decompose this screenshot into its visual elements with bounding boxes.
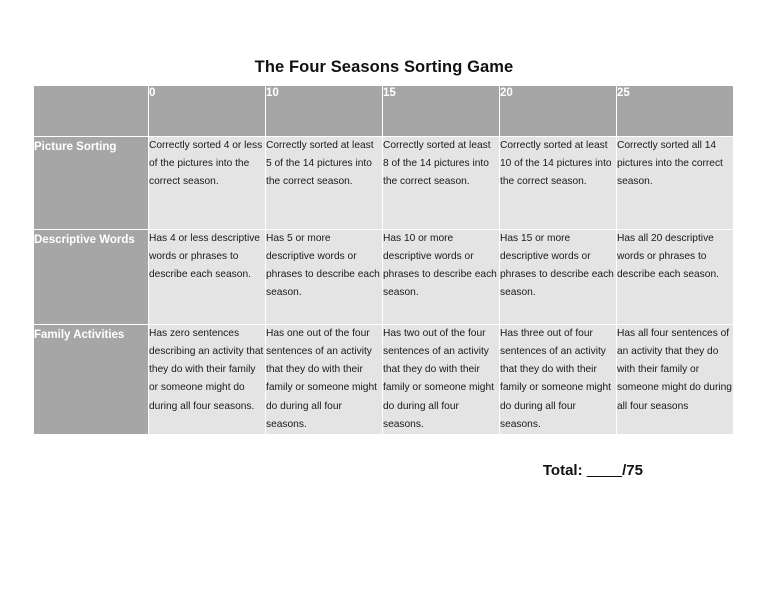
header-corner-cell bbox=[34, 86, 148, 136]
criterion-descriptive-words-level-20: Has 15 or more descriptive words or phra… bbox=[500, 230, 616, 324]
total-score-blank[interactable]: ____ bbox=[586, 462, 623, 479]
criterion-family-activities-level-15: Has two out of the four sentences of an … bbox=[383, 325, 499, 434]
score-header-25: 25 bbox=[617, 86, 733, 136]
criterion-label-descriptive-words: Descriptive Words bbox=[34, 230, 148, 324]
score-header-10: 10 bbox=[266, 86, 382, 136]
criterion-descriptive-words-level-10: Has 5 or more descriptive words or phras… bbox=[266, 230, 382, 324]
criterion-label-picture-sorting: Picture Sorting bbox=[34, 137, 148, 229]
table-header-row: 0 10 15 20 25 bbox=[34, 86, 733, 136]
total-label: Total: bbox=[542, 462, 583, 479]
criterion-family-activities-level-25: Has all four sentences of an activity th… bbox=[617, 325, 733, 434]
table-row-descriptive-words: Descriptive Words Has 4 or less descript… bbox=[34, 230, 733, 324]
criterion-picture-sorting-level-0: Correctly sorted 4 or less of the pictur… bbox=[149, 137, 265, 229]
table-row-picture-sorting: Picture Sorting Correctly sorted 4 or le… bbox=[34, 137, 733, 229]
criterion-descriptive-words-level-0: Has 4 or less descriptive words or phras… bbox=[149, 230, 265, 324]
score-header-20: 20 bbox=[500, 86, 616, 136]
total-score-line: Total: ____/75 bbox=[33, 462, 729, 479]
criterion-picture-sorting-level-20: Correctly sorted at least 10 of the 14 p… bbox=[500, 137, 616, 229]
rubric-table: 0 10 15 20 25 Picture Sorting Correctly … bbox=[33, 85, 734, 435]
criterion-family-activities-level-20: Has three out of four sentences of an ac… bbox=[500, 325, 616, 434]
score-header-15: 15 bbox=[383, 86, 499, 136]
criterion-label-family-activities: Family Activities bbox=[34, 325, 148, 434]
criterion-family-activities-level-0: Has zero sentences describing an activit… bbox=[149, 325, 265, 434]
criterion-picture-sorting-level-25: Correctly sorted all 14 pictures into th… bbox=[617, 137, 733, 229]
criterion-family-activities-level-10: Has one out of the four sentences of an … bbox=[266, 325, 382, 434]
total-max-points: /75 bbox=[622, 462, 643, 479]
score-header-0: 0 bbox=[149, 86, 265, 136]
criterion-picture-sorting-level-10: Correctly sorted at least 5 of the 14 pi… bbox=[266, 137, 382, 229]
criterion-descriptive-words-level-15: Has 10 or more descriptive words or phra… bbox=[383, 230, 499, 324]
criterion-descriptive-words-level-25: Has all 20 descriptive words or phrases … bbox=[617, 230, 733, 324]
page-title: The Four Seasons Sorting Game bbox=[254, 58, 514, 76]
criterion-picture-sorting-level-15: Correctly sorted at least 8 of the 14 pi… bbox=[383, 137, 499, 229]
table-row-family-activities: Family Activities Has zero sentences des… bbox=[34, 325, 733, 434]
